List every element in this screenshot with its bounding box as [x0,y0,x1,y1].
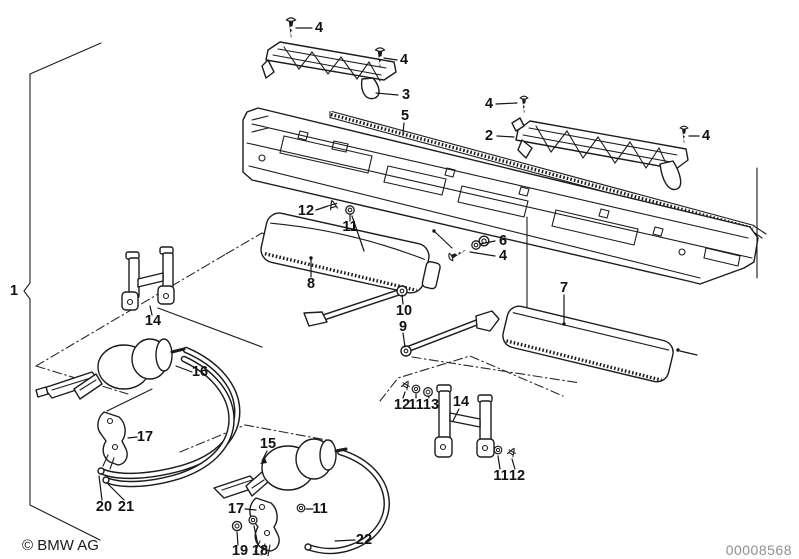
washer-part-11-middle [411,384,421,394]
bracket-part-14-left [121,246,263,348]
screw-part-4-top-left [285,17,297,40]
part-number-label: 3 [401,86,411,103]
part-number-label: 11 [342,218,358,235]
part-number-label: 4 [399,51,409,68]
part-number-label: 4 [498,247,508,264]
vacuum-actuator-part-15 [245,438,348,497]
part-number-label: 22 [355,531,373,548]
bracket-part-17-left [97,388,153,470]
nut-part-13 [423,387,433,397]
part-number-label: 21 [117,498,135,515]
part-number-label: 16 [191,363,209,380]
hose-part-20 [97,346,241,480]
part-number-label: 11 [408,396,424,413]
part-number-label: 11 [493,467,509,484]
part-number-label: 18 [251,542,269,559]
part-number-label: 12 [508,467,526,484]
washer-part-18 [248,515,258,525]
part-number-label: 4 [701,127,711,144]
part-number-label: 13 [422,396,440,413]
part-number-label: 4 [314,19,324,36]
bracket-part-17-lower [249,497,280,557]
clip-part-12-lower [506,446,518,458]
part-number-label: 2 [484,127,494,144]
part-number-label: 10 [395,302,413,319]
part-number-label: 17 [136,428,154,445]
hose-part-22 [304,448,390,555]
foam-pad-tip [676,348,698,356]
part-number-label: 1 [9,282,19,299]
washer-part-11-lower [493,445,503,455]
part-number-label: 5 [400,107,410,124]
part-number-label: 7 [559,279,569,296]
part-number-label: 9 [398,318,408,335]
hose-part-21 [97,355,235,488]
alignment-lines [526,167,758,317]
washer-part-11-bottom [296,503,306,513]
air-grille-part-2 [511,117,689,191]
screw-part-4-mid-right [519,95,529,115]
part-number-label: 6 [498,232,508,249]
part-number-label: 14 [452,393,470,410]
part-number-label: 14 [144,312,162,329]
screw-part-4-with-part-6 [432,229,490,263]
copyright-text: © BMW AG [22,537,99,554]
bracket-part-14-middle [434,384,495,458]
mounting-plate-left [35,371,101,399]
screw-part-4-far-right [679,125,689,145]
part-number-label: 17 [227,500,245,517]
rod-part-10 [303,285,408,327]
part-number-label: 12 [393,396,411,413]
part-number-label: 19 [231,542,249,559]
foam-pad-part-7 [502,305,674,383]
vacuum-actuator-part-16 [73,338,186,400]
air-grille-part-3 [261,41,397,100]
grommet-part-11-top [345,205,355,215]
clip-part-12-top [327,199,339,211]
nut-part-19 [231,520,243,532]
cover-part-8 [260,212,441,294]
part-number-label: 15 [259,435,277,452]
assembly-bracket-line-part-1 [23,42,102,541]
clip-part-12-middle [400,379,412,391]
part-number-label: 20 [95,498,113,515]
diagram-number: 00008568 [725,542,792,558]
part-number-label: 4 [484,95,494,112]
leader-lines [98,27,700,546]
part-number-label: 11 [312,500,328,517]
part-number-label: 12 [297,202,315,219]
cowl-panel-part-1 [242,107,759,285]
part-number-label: 8 [306,275,316,292]
